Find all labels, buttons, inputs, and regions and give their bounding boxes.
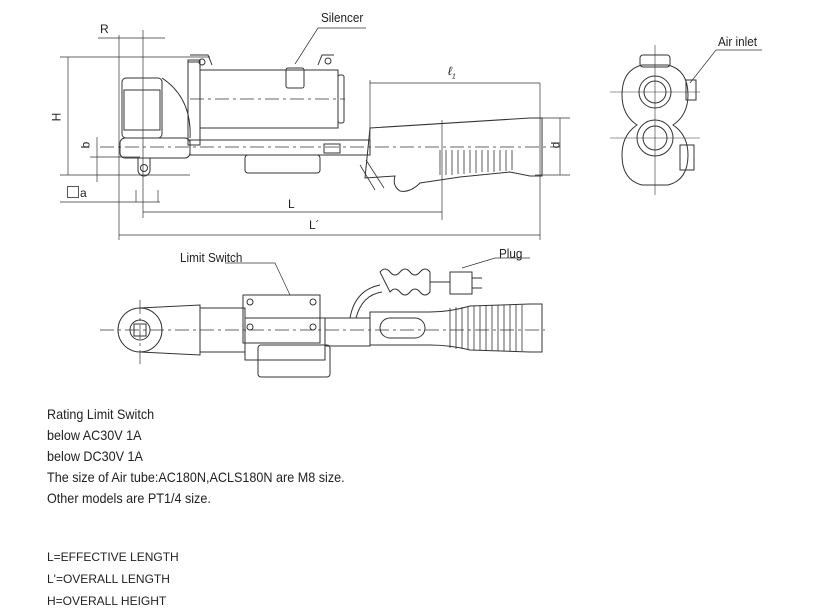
note-line: Other models are PT1/4 size. bbox=[47, 490, 211, 506]
dim-d-label: d bbox=[548, 141, 563, 149]
note-line: The size of Air tube:AC180N,ACLS180N are… bbox=[47, 469, 345, 485]
plug-label: Plug bbox=[499, 246, 523, 261]
definition-line: L=EFFECTIVE LENGTH bbox=[47, 550, 179, 564]
definitions-block: L=EFFECTIVE LENGTH L'=OVERALL LENGTH H=O… bbox=[47, 546, 179, 610]
side-elevation-view bbox=[60, 27, 570, 240]
end-view bbox=[610, 45, 762, 195]
dim-h-label: H bbox=[49, 112, 64, 122]
silencer-label: Silencer bbox=[321, 10, 364, 25]
definition-line: L'=OVERALL LENGTH bbox=[47, 572, 170, 586]
note-line: below AC30V 1A bbox=[47, 427, 142, 443]
plan-view bbox=[100, 257, 545, 378]
dim-a-label: a bbox=[67, 186, 87, 200]
air-inlet-label: Air inlet bbox=[718, 34, 758, 49]
dim-r-label: R bbox=[100, 22, 109, 36]
dim-l1-symbol: ℓ bbox=[448, 64, 452, 78]
limit-switch-box bbox=[242, 294, 321, 344]
notes-block: Rating Limit Switch below AC30V 1A below… bbox=[47, 404, 345, 509]
dim-l1-label: ℓ1 bbox=[448, 64, 456, 80]
note-line: below DC30V 1A bbox=[47, 448, 143, 464]
silencer-part bbox=[285, 67, 305, 89]
limit-switch-label: Limit Switch bbox=[180, 250, 243, 265]
dim-l-prime-label: L´ bbox=[309, 218, 320, 232]
plug-part bbox=[449, 271, 473, 295]
definition-line: H=OVERALL HEIGHT bbox=[47, 594, 167, 608]
dim-l1-subscript: 1 bbox=[451, 73, 456, 81]
dim-l-label: L bbox=[288, 197, 295, 211]
dim-b-label: b bbox=[78, 141, 93, 149]
square-icon bbox=[67, 186, 79, 198]
note-line: Rating Limit Switch bbox=[47, 406, 155, 422]
dim-a-text: a bbox=[80, 186, 87, 200]
